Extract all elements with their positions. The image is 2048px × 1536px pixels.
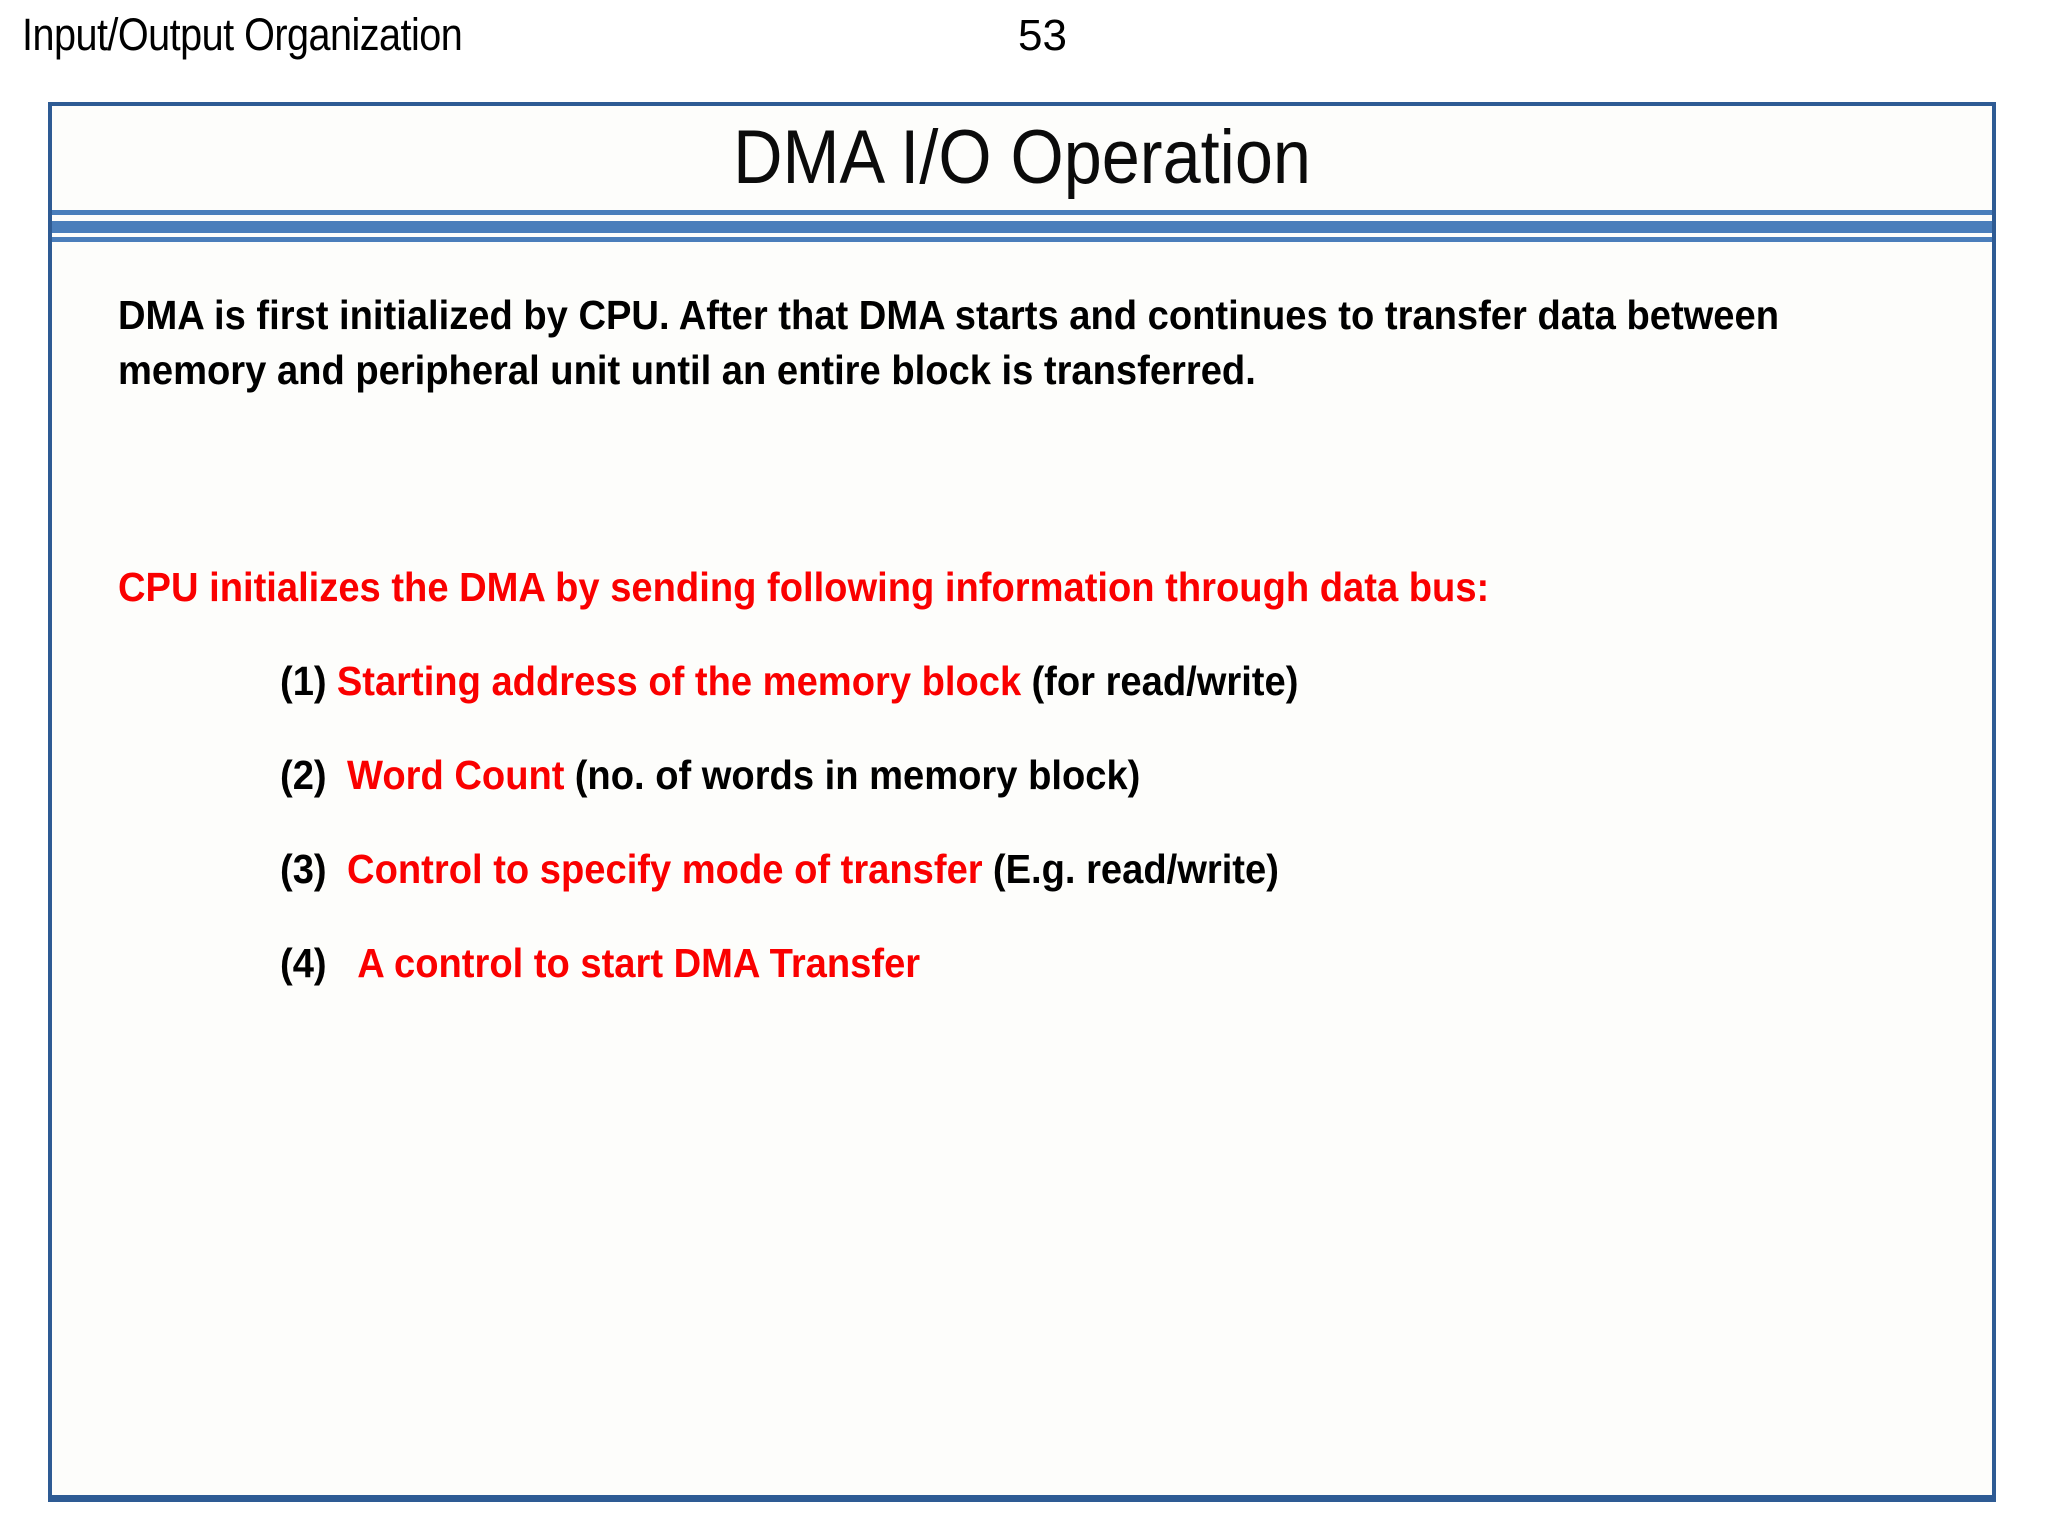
list-item-marker: (3)	[280, 846, 327, 892]
list-item-tail: (E.g. read/write)	[992, 846, 1279, 892]
page-number: 53	[1018, 11, 1067, 60]
list-item-tail: (for read/write)	[1031, 658, 1299, 704]
divider-rule-top	[52, 210, 1992, 215]
slide-body: DMA is first initialized by CPU. After t…	[52, 242, 1992, 1495]
slide-frame: DMA I/O Operation DMA is first initializ…	[48, 102, 1996, 1502]
numbered-list: (1)Starting address of the memory block(…	[280, 650, 1980, 1026]
list-item: (4) A control to start DMA Transfer	[280, 932, 1861, 1026]
list-item-tail: (no. of words in memory block)	[574, 752, 1141, 798]
list-item: (2) Word Count(no. of words in memory blo…	[280, 744, 1861, 838]
intro-paragraph: DMA is first initialized by CPU. After t…	[118, 292, 1780, 393]
list-item-marker: (4)	[280, 940, 327, 986]
list-item-marker: (2)	[280, 752, 327, 798]
slide-title: DMA I/O Operation	[733, 115, 1311, 200]
list-item-accent: Control to specify mode of transfer	[347, 846, 983, 892]
divider-rule-middle	[52, 221, 1992, 233]
list-item-accent: Starting address of the memory block	[336, 658, 1022, 704]
list-item-accent: Word Count	[347, 752, 565, 798]
title-divider	[52, 210, 1992, 242]
list-item: (3) Control to specify mode of transfer(E…	[280, 838, 1861, 932]
list-item: (1)Starting address of the memory block(…	[280, 650, 1861, 744]
slide-title-band: DMA I/O Operation	[52, 106, 1992, 210]
page-header: Input/Output Organization 53	[0, 0, 2048, 72]
list-item-accent: A control to start DMA Transfer	[357, 940, 921, 986]
divider-rule-bottom	[52, 237, 1992, 242]
document-title: Input/Output Organization	[22, 9, 463, 60]
red-heading: CPU initializes the DMA by sending follo…	[118, 564, 1490, 610]
list-item-marker: (1)	[280, 658, 327, 704]
